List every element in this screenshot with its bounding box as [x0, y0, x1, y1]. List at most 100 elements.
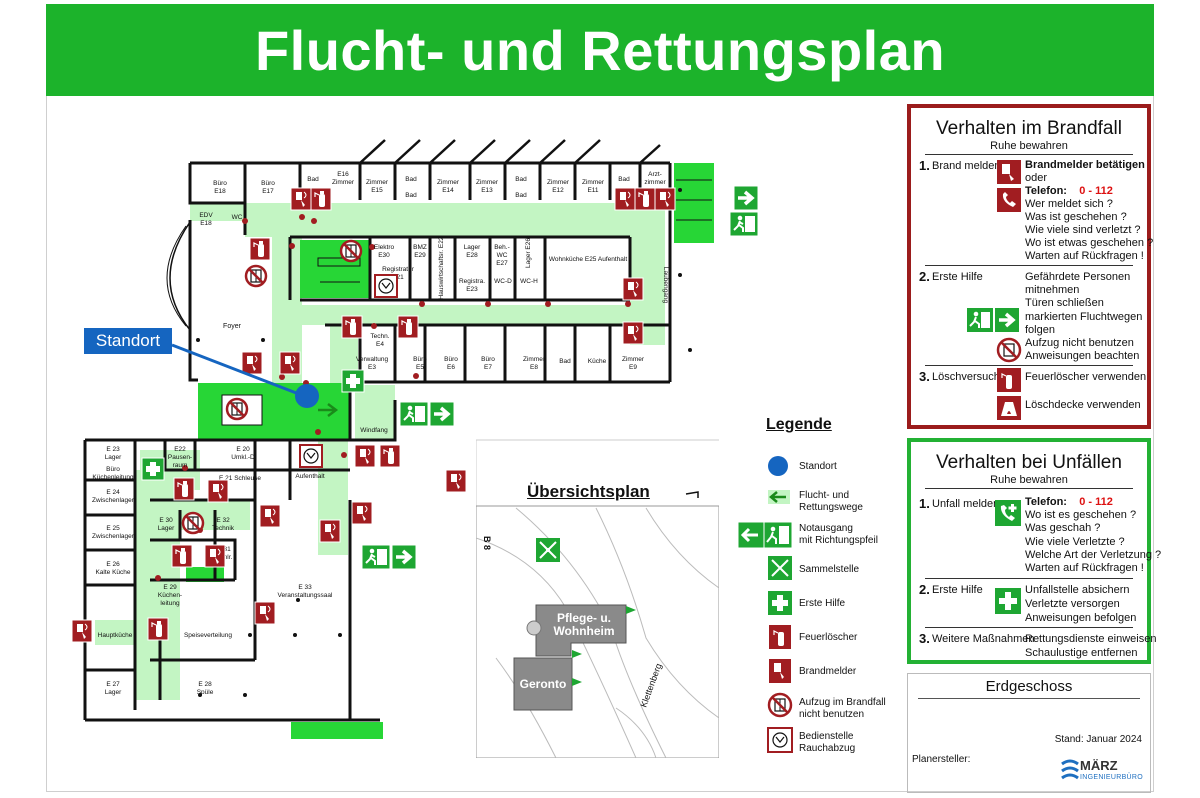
- svg-text:Bad: Bad: [515, 192, 527, 199]
- room-l21: E 21 Schleuse: [219, 475, 261, 482]
- room-bad7: Bad: [559, 358, 571, 365]
- room-e21: RegistraturE21: [382, 266, 415, 281]
- room-bad2: Bad: [405, 176, 417, 183]
- room-laubengang: Laubengang: [662, 267, 669, 304]
- fire-panel-subtitle: Ruhe bewahren: [990, 140, 1068, 152]
- legend-label-standort: Standort: [799, 461, 837, 472]
- fire-alarm-icon: [351, 501, 373, 525]
- exit-icon: [967, 308, 993, 332]
- room-kueche: Küche: [588, 358, 607, 365]
- fire-extinguisher-icon: [310, 187, 332, 211]
- room-arzt: Arzt-zimmer: [644, 171, 666, 186]
- legend-label-erste-hilfe: Erste Hilfe: [799, 598, 846, 609]
- fire-alarm-icon: [279, 351, 301, 375]
- fire-extinguisher-icon: [341, 315, 363, 339]
- extinguisher-icon: [997, 368, 1021, 392]
- building-pflege: Pflege- u.Wohnheim: [553, 611, 614, 638]
- title-banner: Flucht- und Rettungsplan: [46, 4, 1154, 96]
- floor-label: Erdgeschoss: [985, 678, 1073, 695]
- accident-panel-icons: [995, 500, 1021, 614]
- legend-label-fluchtwege: Flucht- und Rettungswege: [799, 490, 863, 513]
- room-e26: Lager E26: [525, 238, 532, 268]
- standort-icon: [768, 456, 788, 476]
- legend-label-sammelstelle: Sammelstelle: [799, 564, 860, 575]
- room-e4: Techn.E4: [370, 333, 389, 348]
- exit-arrow-right-icon: [428, 400, 456, 428]
- fire-alarm-icon: [622, 277, 644, 301]
- accident-panel-subtitle: Ruhe bewahren: [990, 474, 1068, 486]
- fire-alarm-icon: [207, 479, 229, 503]
- fire-blanket-icon: [71, 619, 93, 643]
- room-wc: WC: [232, 214, 243, 221]
- rauchabzug-icon: [767, 727, 793, 753]
- room-bad1: Bad: [307, 176, 319, 183]
- first-aid-icon: [995, 588, 1021, 614]
- fire-alarm-icon: [254, 601, 276, 625]
- fire-step2-label: Erste Hilfe: [932, 271, 983, 283]
- standort-label: Standort: [84, 328, 172, 354]
- fire-blanket-icon: [997, 396, 1021, 420]
- fire-alarm-icon: [445, 469, 467, 493]
- fire-alarm-icon: [319, 519, 341, 543]
- fire-extinguisher-icon: [171, 544, 193, 568]
- building-geronto: Geronto: [520, 677, 567, 691]
- fire-alarm-icon: [654, 187, 676, 211]
- info-box: Erdgeschoss Stand: Januar 2024 Planerste…: [907, 673, 1151, 793]
- room-bad4: Bad: [618, 176, 630, 183]
- emergency-exit-icon: [399, 401, 429, 427]
- fire-alarm-icon: [259, 504, 281, 528]
- fire-alarm-icon: [241, 351, 263, 375]
- fire-alarm-icon: [204, 544, 226, 568]
- smoke-vent-icon: [374, 274, 398, 298]
- room-hauptkueche: Hauptküche: [98, 632, 133, 639]
- room-windfang: Windfang: [360, 427, 388, 434]
- fire-extinguisher-icon: [379, 444, 401, 468]
- no-elevator-icon: [244, 264, 268, 288]
- first-aid-phone-icon: [995, 500, 1021, 526]
- accident-panel-title: Verhalten bei Unfällen: [936, 452, 1122, 473]
- room-e22: Hauswirtschaftsr. E22: [438, 236, 445, 299]
- erste-hilfe-icon: [768, 591, 792, 615]
- emergency-exit-icon: [729, 211, 759, 237]
- room-bad3: Bad: [515, 176, 527, 183]
- logo-waves-icon: [1061, 759, 1079, 780]
- first-aid-icon: [141, 457, 165, 481]
- fire-alarm-icon: [997, 160, 1021, 184]
- room-e23: Registra.E23: [459, 278, 485, 293]
- sammelstelle-icon: [768, 556, 792, 580]
- no-elevator-icon: [225, 397, 249, 421]
- escape-route-icon: [769, 491, 786, 503]
- fire-behavior-panel: Verhalten im Brandfall Ruhe bewahren 1. …: [907, 104, 1153, 429]
- fire-alarm-icon: [614, 187, 636, 211]
- fire-panel-icons: [967, 160, 1022, 420]
- feuerloescher-icon: [769, 625, 791, 649]
- notausgang-icon: [738, 521, 793, 549]
- north-arrow-icon: [685, 491, 699, 498]
